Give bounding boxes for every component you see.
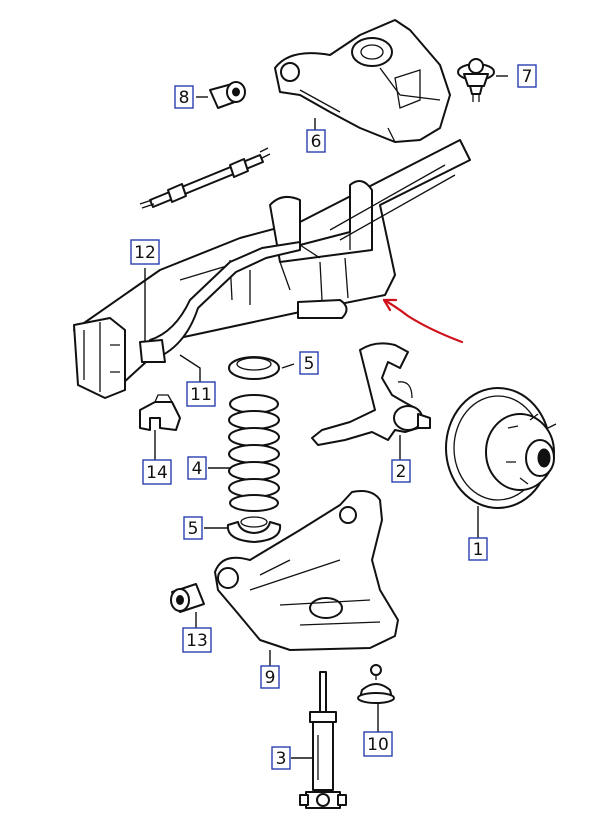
upper-arm-shaft <box>139 147 271 209</box>
svg-text:5: 5 <box>188 519 199 539</box>
svg-text:3: 3 <box>276 749 287 769</box>
leader-lines <box>144 75 508 759</box>
stabilizer-bushing-clamp <box>139 394 181 431</box>
svg-text:11: 11 <box>190 385 212 405</box>
svg-text:4: 4 <box>192 459 203 479</box>
upper-control-arm <box>274 19 451 143</box>
spring-insulator-upper <box>228 356 280 380</box>
upper-ball-joint <box>457 58 495 102</box>
callout-7: 7 <box>517 64 537 88</box>
stabilizer-bar <box>139 241 301 363</box>
lower-ball-joint <box>357 664 395 704</box>
svg-text:2: 2 <box>396 462 407 482</box>
svg-text:12: 12 <box>134 243 156 263</box>
lower-control-arm <box>214 490 399 651</box>
callout-2: 2 <box>391 459 411 483</box>
callout-12: 11 <box>186 381 216 407</box>
svg-text:8: 8 <box>179 88 190 108</box>
callout-14: 14 <box>142 459 172 485</box>
svg-text:14: 14 <box>146 463 168 483</box>
callout-5-upper: 5 <box>299 351 319 375</box>
spring-insulator-lower <box>226 516 282 543</box>
annotation-arrow <box>382 298 464 344</box>
coil-spring <box>228 394 280 512</box>
svg-text:1: 1 <box>473 540 484 560</box>
callout-1: 1 <box>468 537 488 561</box>
svg-text:13: 13 <box>186 631 208 651</box>
svg-text:7: 7 <box>522 67 533 87</box>
svg-text:10: 10 <box>367 735 389 755</box>
callout-4: 4 <box>187 456 207 480</box>
callout-11: 13 <box>182 627 212 653</box>
brake-rotor-hub <box>445 387 557 509</box>
lower-arm-bushing <box>170 583 205 613</box>
callout-8: 8 <box>174 85 194 109</box>
callout-5-lower: 5 <box>183 516 203 540</box>
callout-6: 6 <box>306 129 326 153</box>
svg-text:9: 9 <box>265 668 276 688</box>
callout-3: 3 <box>271 746 291 770</box>
callout-13: 12 <box>130 239 160 265</box>
svg-text:5: 5 <box>304 354 315 374</box>
steering-knuckle <box>311 342 431 446</box>
callout-10: 10 <box>363 731 393 757</box>
upper-arm-bushing <box>209 81 246 109</box>
svg-text:6: 6 <box>311 132 322 152</box>
callout-9: 9 <box>260 665 280 689</box>
shock-absorber <box>299 671 347 809</box>
